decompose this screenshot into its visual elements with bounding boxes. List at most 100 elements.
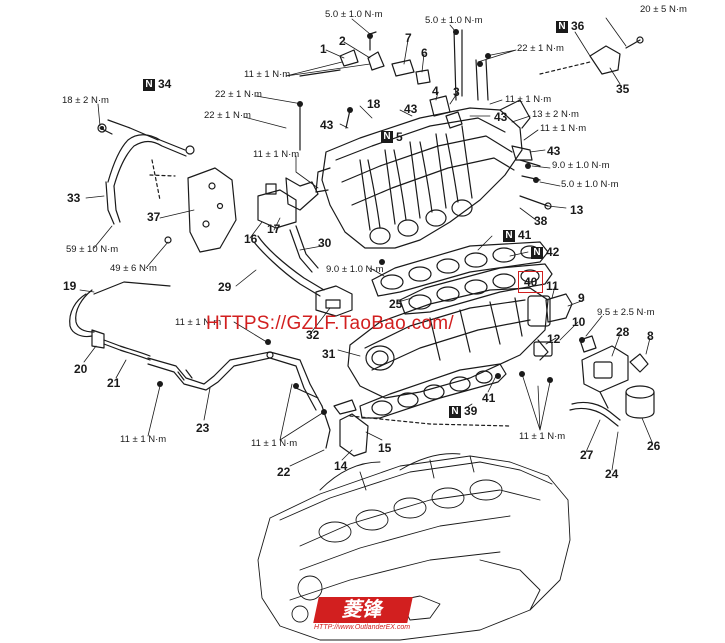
- part-number-text: 3: [453, 85, 460, 99]
- part-number-19: 19: [63, 280, 76, 292]
- part-number-text: 27: [580, 448, 594, 462]
- n-badge-icon: N: [503, 229, 515, 242]
- torque-spec-text: 49 ± 6 N·m: [110, 263, 157, 274]
- part-number-text: 23: [196, 421, 210, 435]
- upper-intake-manifold: [315, 99, 531, 249]
- part-number-text: 15: [378, 441, 392, 455]
- part-number-text: 7: [405, 31, 412, 45]
- n-part-label-5n: N: [381, 130, 396, 143]
- torque-spec-text: 11 ± 1 N·m: [251, 438, 298, 449]
- bolt-glyphs: [100, 29, 585, 415]
- evap-canister-assembly: [569, 345, 655, 427]
- torque-spec-t14: 5.0 ± 1.0 N·m: [561, 180, 618, 190]
- part-number-text: 32: [306, 328, 320, 342]
- torque-spec-text: 9.0 ± 1.0 N·m: [326, 264, 384, 275]
- part-number-text: 6: [421, 46, 428, 60]
- part-number-text: 37: [147, 210, 161, 224]
- torque-spec-t22: 11 ± 1 N·m: [519, 432, 565, 442]
- engine-block-outline: [257, 453, 571, 641]
- part-number-text: 4: [432, 84, 439, 98]
- torque-spec-t6: 22 ± 1 N·m: [215, 90, 262, 100]
- part-number-37: 37: [147, 211, 160, 223]
- part-number-text: 19: [63, 279, 77, 293]
- n-badge-icon: N: [449, 405, 461, 418]
- part-number-text: 31: [322, 347, 336, 361]
- part-number-text: 33: [67, 191, 81, 205]
- part-number-text: 29: [218, 280, 232, 294]
- part-number-2: 2: [339, 35, 346, 47]
- part-number-6: 6: [421, 47, 428, 59]
- part-number-38: 38: [534, 215, 547, 227]
- n-badge-icon: N: [556, 20, 568, 33]
- torque-spec-t2: 5.0 ± 1.0 N·m: [425, 16, 482, 26]
- highlighted-part-callout: 40: [518, 271, 544, 293]
- part-number-14: 14: [334, 460, 347, 472]
- part-number-41a: 41: [482, 392, 495, 404]
- torque-spec-text: 5.0 ± 1.0 N·m: [425, 15, 483, 26]
- torque-spec-t18: 9.5 ± 2.5 N·m: [597, 308, 654, 318]
- part-number-43-43c: 43: [494, 111, 507, 123]
- part-number-9: 9: [578, 292, 585, 304]
- part-number-43-text: 43: [320, 118, 334, 132]
- part-number-20: 20: [74, 363, 87, 375]
- part-number-text: 17: [267, 222, 281, 236]
- part-number-4: 4: [432, 85, 439, 97]
- torque-spec-text: 5.0 ± 1.0 N·m: [561, 179, 619, 190]
- part-number-7: 7: [405, 32, 412, 44]
- part-number-17: 17: [267, 223, 280, 235]
- vacuum-hoses-center: [253, 225, 353, 317]
- part-number-13: 13: [570, 204, 583, 216]
- ignition-parts-top-right: [539, 36, 644, 75]
- part-number-5: 5: [396, 131, 403, 143]
- part-number-28: 28: [616, 326, 629, 338]
- part-number-27: 27: [580, 449, 593, 461]
- part-number-18: 18: [367, 98, 380, 110]
- watermark-text: HTTPS://GZLF.TaoBao.com/: [206, 313, 454, 334]
- part-number-11: 11: [546, 280, 559, 292]
- logo-text: 菱锋: [313, 597, 413, 623]
- part-number-text: 16: [244, 232, 258, 246]
- part-number-text: 2: [339, 34, 346, 48]
- torque-spec-t1: 5.0 ± 1.0 N·m: [325, 10, 382, 20]
- n-badge-icon: N: [531, 246, 543, 259]
- part-number-text: 11: [546, 279, 559, 293]
- part-number-text: 38: [534, 214, 548, 228]
- torque-spec-t9: 11 ± 1 N·m: [505, 95, 551, 105]
- part-number-22: 22: [277, 466, 290, 478]
- torque-spec-t11: 11 ± 1 N·m: [540, 124, 586, 134]
- torque-spec-t10: 13 ± 2 N·m: [532, 110, 579, 120]
- part-number-32: 32: [306, 329, 319, 341]
- n-part-label-text: 36: [571, 19, 585, 33]
- torque-spec-t21: 11 ± 1 N·m: [251, 439, 297, 449]
- part-number-1: 1: [320, 43, 327, 55]
- torque-spec-t3: 20 ± 5 N·m: [640, 5, 687, 15]
- part-number-text: 21: [107, 376, 121, 390]
- torque-spec-text: 11 ± 1 N·m: [505, 94, 552, 105]
- part-number-10: 10: [572, 316, 585, 328]
- part-number-3: 3: [453, 86, 460, 98]
- part-number-text: 30: [318, 236, 332, 250]
- part-number-8: 8: [647, 330, 654, 342]
- callout-box-text: 40: [518, 271, 544, 293]
- n-part-label-text: 34: [158, 77, 172, 91]
- part-number-24: 24: [605, 468, 618, 480]
- gasket-lower: [349, 363, 511, 427]
- leader-lines: [79, 17, 653, 471]
- torque-spec-t12: 11 ± 1 N·m: [253, 150, 299, 160]
- logo-url: HTTP://www.OutlanderEX.com: [314, 624, 411, 631]
- part-number-16: 16: [244, 233, 257, 245]
- part-number-31: 31: [322, 348, 335, 360]
- throttle-area-components: [533, 293, 597, 357]
- torque-spec-t19: 11 ± 1 N·m: [175, 318, 221, 328]
- part-number-text: 25: [389, 297, 403, 311]
- part-number-text: 41: [482, 391, 496, 405]
- part-number-text: 9: [578, 291, 585, 305]
- n-badge-icon: N: [381, 130, 393, 143]
- torque-spec-text: 11 ± 1 N·m: [540, 123, 587, 134]
- part-number-30: 30: [318, 237, 331, 249]
- torque-spec-text: 18 ± 2 N·m: [62, 95, 109, 106]
- torque-spec-t8: 22 ± 1 N·m: [204, 111, 251, 121]
